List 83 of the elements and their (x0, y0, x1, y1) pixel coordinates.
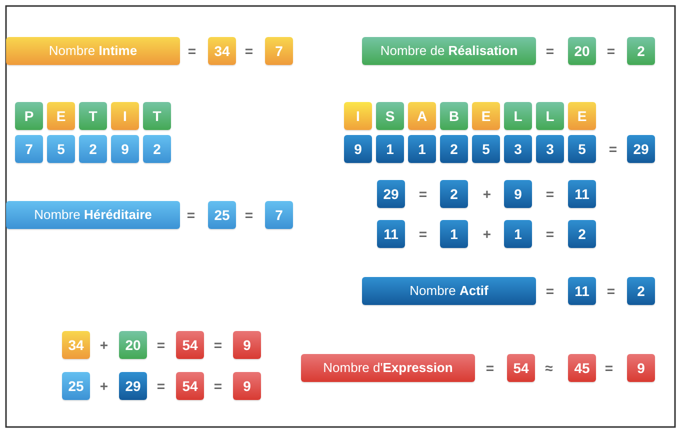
number-tile: 9 (627, 354, 655, 382)
number-tile: 7 (15, 135, 43, 163)
number-tile: 2 (627, 37, 655, 65)
math-operator: = (608, 141, 618, 157)
number-tile: 9 (111, 135, 139, 163)
math-operator: = (544, 43, 556, 59)
number-tile: 1 (408, 135, 436, 163)
math-operator: = (604, 360, 614, 376)
number-tile: 2 (568, 220, 596, 248)
number-tile: 34 (62, 331, 90, 359)
letter-tile: B (440, 102, 468, 130)
number-tile: 2 (440, 180, 468, 208)
number-tile: 7 (265, 37, 293, 65)
number-tile: 25 (62, 372, 90, 400)
math-operator: = (186, 43, 198, 59)
number-tile: 3 (536, 135, 564, 163)
number-tile: 25 (208, 201, 236, 229)
math-operator: = (544, 186, 556, 202)
math-operator: = (212, 378, 224, 394)
number-tile: 5 (568, 135, 596, 163)
number-tile: 2 (143, 135, 171, 163)
number-tile: 1 (440, 220, 468, 248)
math-operator: + (482, 226, 492, 242)
number-tile: 5 (472, 135, 500, 163)
math-operator: + (482, 186, 492, 202)
number-tile: 29 (119, 372, 147, 400)
label-bar: Nombre Intime (6, 37, 180, 65)
letter-tile: E (47, 102, 75, 130)
math-operator: = (544, 226, 556, 242)
math-operator: + (98, 378, 110, 394)
math-operator: ≈ (544, 360, 554, 376)
number-tile: 20 (119, 331, 147, 359)
number-tile: 3 (504, 135, 532, 163)
letter-tile: L (536, 102, 564, 130)
number-tile: 5 (47, 135, 75, 163)
number-tile: 54 (176, 372, 204, 400)
math-operator: = (484, 360, 496, 376)
number-tile: 9 (233, 372, 261, 400)
number-tile: 45 (568, 354, 596, 382)
math-operator: = (212, 337, 224, 353)
number-tile: 29 (627, 135, 655, 163)
math-operator: = (418, 186, 428, 202)
math-operator: = (244, 207, 254, 223)
number-tile: 11 (568, 277, 596, 305)
letter-tile: E (472, 102, 500, 130)
letter-tile: T (79, 102, 107, 130)
letter-tile: L (504, 102, 532, 130)
label-bar: Nombre d'Expression (301, 354, 475, 382)
math-operator: = (544, 283, 556, 299)
label-bar: Nombre de Réalisation (362, 37, 536, 65)
number-tile: 34 (208, 37, 236, 65)
letter-tile: I (111, 102, 139, 130)
letter-tile: S (376, 102, 404, 130)
math-operator: = (418, 226, 428, 242)
number-tile: 11 (568, 180, 596, 208)
number-tile: 54 (176, 331, 204, 359)
letter-tile: E (568, 102, 596, 130)
number-tile: 29 (377, 180, 405, 208)
number-tile: 1 (376, 135, 404, 163)
math-operator: = (606, 43, 616, 59)
math-operator: + (98, 337, 110, 353)
number-tile: 1 (504, 220, 532, 248)
letter-tile: A (408, 102, 436, 130)
number-tile: 9 (504, 180, 532, 208)
math-operator: = (156, 378, 166, 394)
number-tile: 9 (344, 135, 372, 163)
number-tile: 20 (568, 37, 596, 65)
number-tile: 9 (233, 331, 261, 359)
number-tile: 2 (627, 277, 655, 305)
math-operator: = (186, 207, 196, 223)
number-tile: 2 (440, 135, 468, 163)
label-bar: Nombre Actif (362, 277, 536, 305)
math-operator: = (606, 283, 616, 299)
letter-tile: T (143, 102, 171, 130)
math-operator: = (244, 43, 254, 59)
number-tile: 2 (79, 135, 107, 163)
number-tile: 54 (507, 354, 535, 382)
number-tile: 11 (377, 220, 405, 248)
number-tile: 7 (265, 201, 293, 229)
math-operator: = (156, 337, 166, 353)
letter-tile: I (344, 102, 372, 130)
letter-tile: P (15, 102, 43, 130)
label-bar: Nombre Héréditaire (6, 201, 180, 229)
